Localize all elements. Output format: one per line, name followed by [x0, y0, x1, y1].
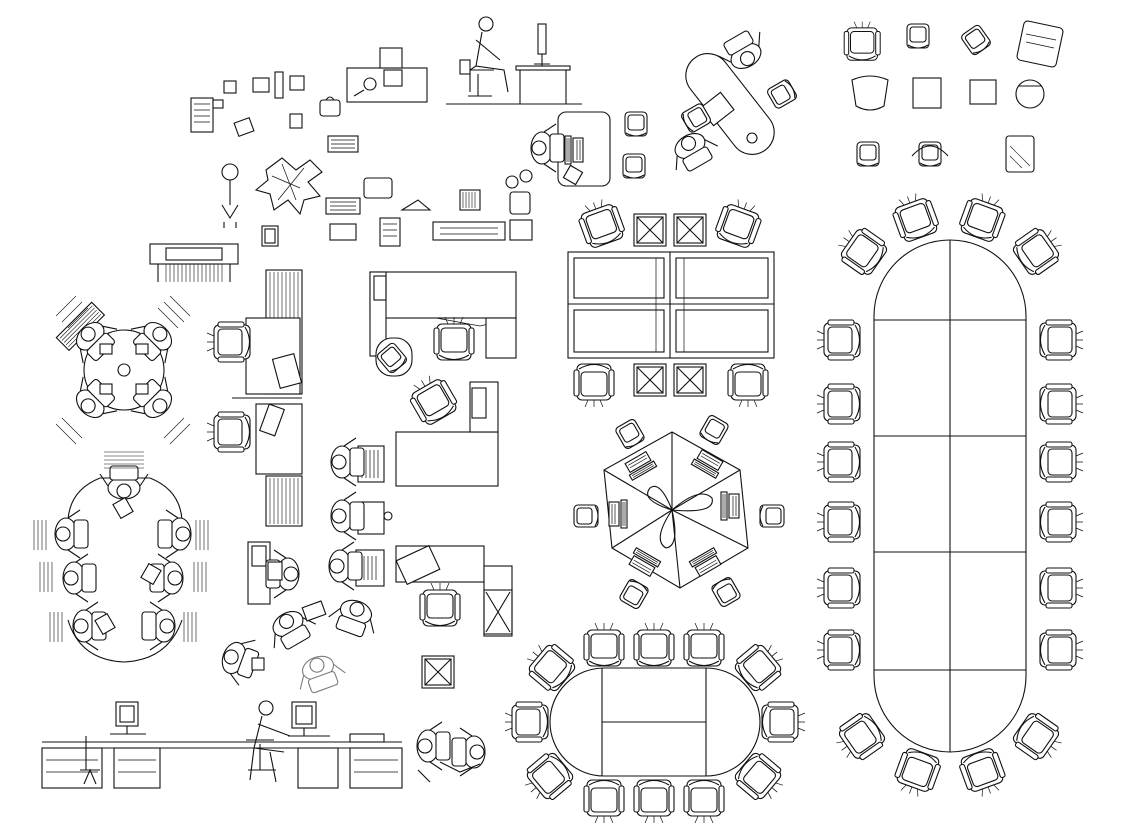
round-four-person-table: [55, 295, 191, 445]
racetrack-conference-table-16: [504, 622, 806, 824]
workstation-elevation: [346, 16, 582, 105]
large-racetrack-conference-table-20: [816, 189, 1084, 801]
armchair-plan-set: [843, 20, 1064, 173]
people-seated-plan: [416, 721, 486, 783]
l-shaped-desk: [369, 271, 517, 487]
cubicle-quad-cluster: [567, 195, 775, 408]
curved-reception-desk: [33, 451, 209, 663]
desk-with-person-plan: [530, 111, 648, 187]
people-at-desks-set: [214, 437, 513, 698]
office-equipment-cluster: [149, 71, 533, 282]
oval-meeting-table: [663, 24, 799, 178]
hatched-partition-workstations: [206, 269, 303, 527]
six-person-pinwheel-workstation: [573, 413, 785, 611]
long-desk-elevation: [41, 700, 403, 789]
